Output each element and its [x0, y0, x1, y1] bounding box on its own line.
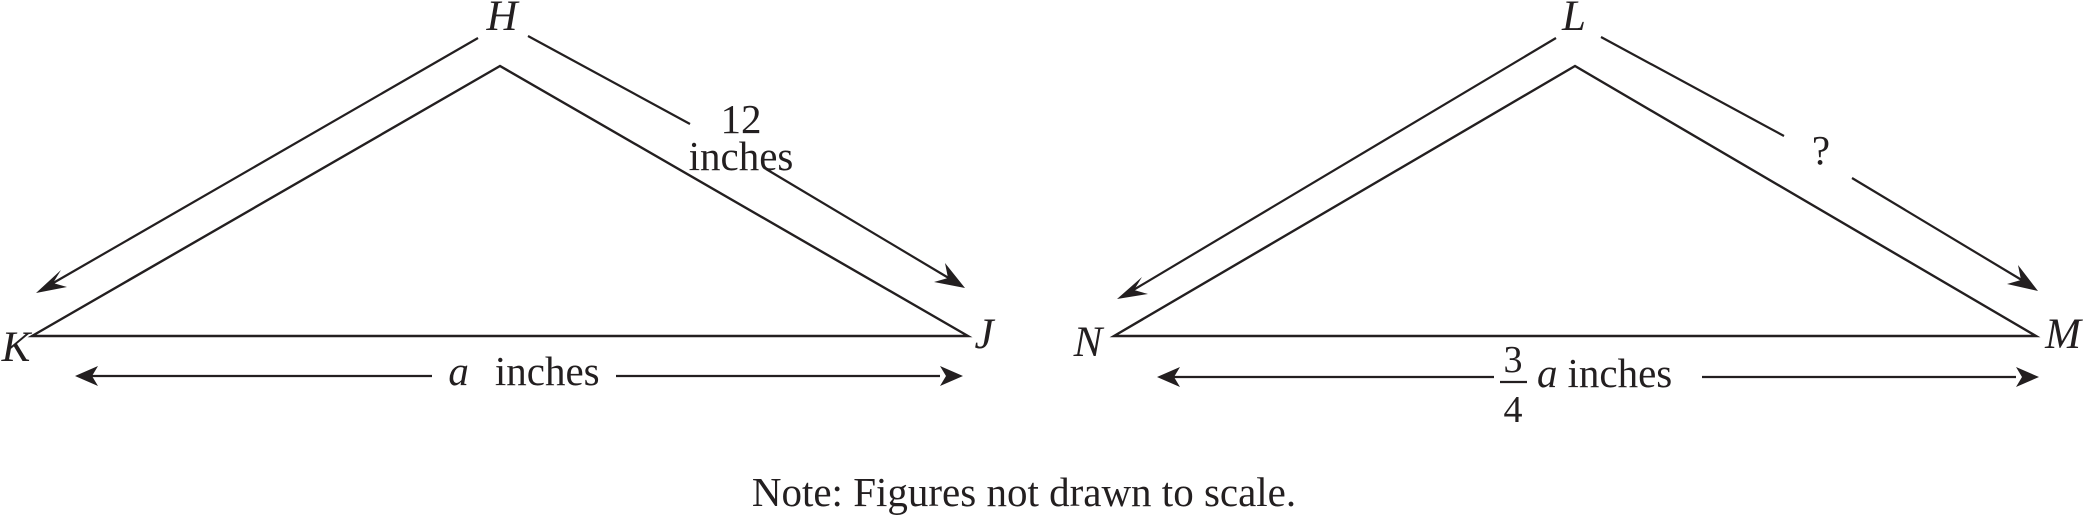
- base-nm-fraction-numerator: 3: [1504, 339, 1523, 381]
- arrow-hk-shaft: [47, 37, 479, 287]
- vertex-label-j: J: [974, 311, 995, 358]
- arrow-ln-head: [1117, 277, 1148, 299]
- arrow-lm-shaft-upper: [1600, 36, 1785, 137]
- vertex-label-l: L: [1561, 0, 1586, 40]
- arrow-kj-left-head: [75, 366, 98, 386]
- triangle-hjk-outline: [27, 64, 973, 338]
- base-nm-variable: a: [1537, 350, 1558, 396]
- vertex-label-n: N: [1073, 319, 1105, 366]
- arrow-hj-shaft-lower: [765, 168, 953, 281]
- arrow-hj-shaft-upper: [527, 35, 691, 125]
- arrow-ln-shaft: [1129, 37, 1557, 293]
- vertex-label-k: K: [1, 324, 33, 371]
- scale-note: Note: Figures not drawn to scale.: [752, 469, 1296, 515]
- side-lm-unknown-label: ?: [1812, 127, 1830, 173]
- arrow-hj-head: [934, 263, 965, 288]
- vertex-label-h: H: [485, 0, 519, 40]
- side-hj-unit-label: inches: [689, 133, 794, 179]
- triangle-lmn-outline: [1109, 64, 2041, 338]
- arrow-lm-head: [2007, 265, 2038, 291]
- arrow-kj-right-head: [940, 366, 963, 386]
- arrow-nm-left-head: [1157, 367, 1180, 387]
- vertex-label-m: M: [2044, 311, 2083, 358]
- base-kj-variable: a: [448, 348, 469, 394]
- base-nm-fraction: 3 4: [1500, 339, 1527, 431]
- side-hj-length-label: 12: [721, 96, 762, 142]
- arrow-hk-head: [36, 270, 67, 293]
- base-nm-unit: inches: [1568, 350, 1673, 396]
- base-nm-fraction-denominator: 4: [1504, 389, 1523, 431]
- arrow-lm-shaft-lower: [1851, 177, 2026, 283]
- base-kj-unit: inches: [495, 348, 600, 394]
- arrow-nm-right-head: [2016, 367, 2039, 387]
